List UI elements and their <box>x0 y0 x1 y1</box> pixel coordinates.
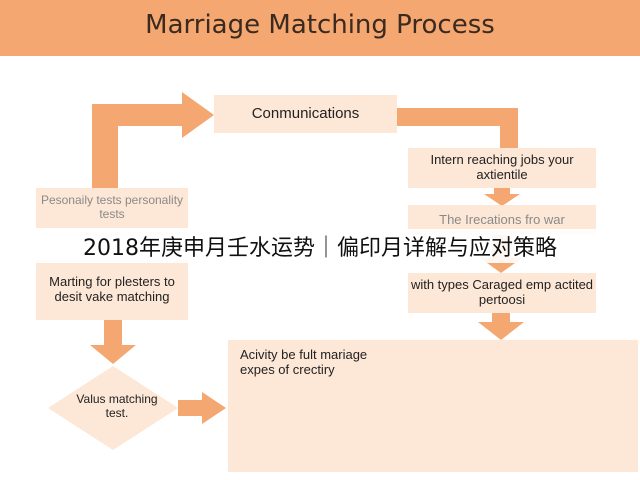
communications-box: Conmunications <box>214 95 397 133</box>
title-bar <box>0 0 640 56</box>
activity-text: Acivity be fult mariage expes of crectir… <box>240 347 368 377</box>
overlay-caption: 2018年庚申月壬水运势｜偏印月详解与应对策略 <box>0 229 640 263</box>
matching-box: Marting for plesters to desit vake match… <box>36 260 188 320</box>
personality-tests-box: Pesonaily tests personality tests <box>36 188 188 228</box>
activity-panel <box>228 340 638 472</box>
arrow-intern-to-irr <box>484 188 520 206</box>
arrow-left-up <box>92 92 214 190</box>
arrow-match-down <box>90 320 136 364</box>
arrow-diamond-to-panel <box>178 392 226 424</box>
arrow-types-to-panel <box>478 313 524 340</box>
page-title: Marriage Matching Process <box>145 10 495 40</box>
values-diamond-text: Valus matching test. <box>76 392 158 421</box>
types-box: with types Caraged emp actited pertoosi <box>408 273 596 313</box>
arrow-right-down <box>397 108 518 148</box>
intern-box: Intern reaching jobs your axtientile <box>408 148 596 188</box>
values-diamond <box>48 366 178 450</box>
